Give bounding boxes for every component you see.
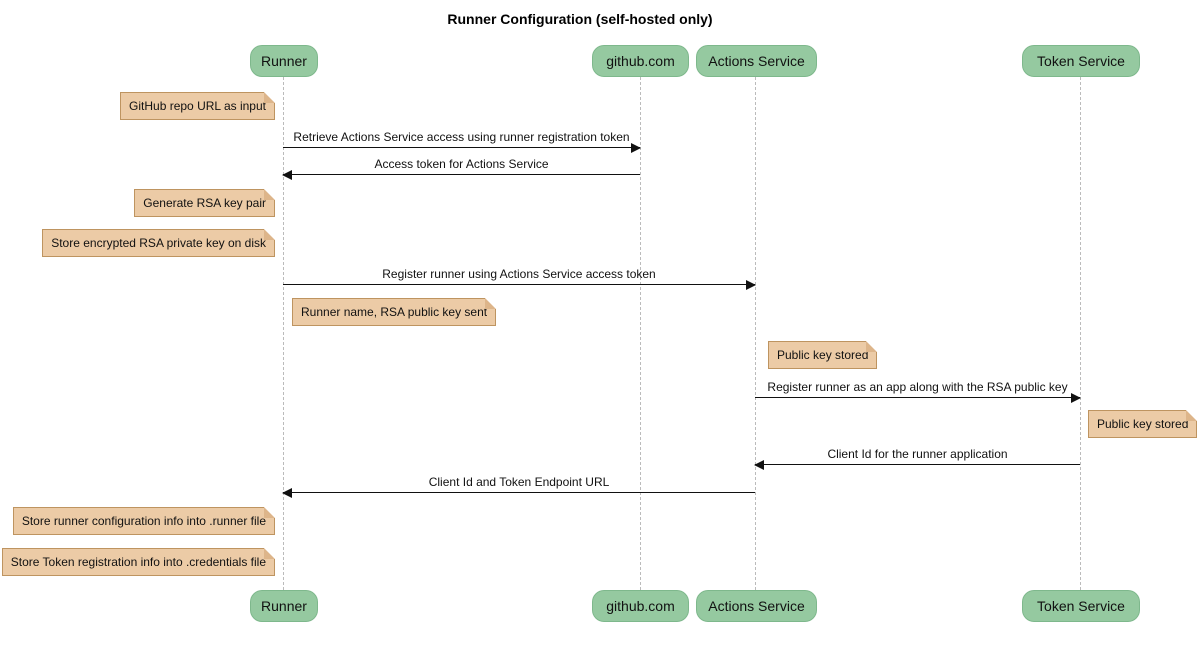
lifeline-github-com	[640, 77, 641, 590]
participant-top-github-com: github.com	[592, 45, 689, 77]
participant-top-token-service: Token Service	[1022, 45, 1140, 77]
message-label: Retrieve Actions Service access using ru…	[293, 130, 630, 144]
message-label: Register runner as an app along with the…	[767, 380, 1068, 394]
arrowhead-right-icon	[746, 279, 756, 290]
message-label: Client Id and Token Endpoint URL	[428, 475, 610, 489]
message-line	[755, 392, 1081, 403]
note-public-key-stored-actions: Public key stored	[768, 341, 878, 369]
note-store-encrypted-rsa-key: Store encrypted RSA private key on disk	[42, 229, 275, 257]
message-line	[282, 487, 755, 498]
message-client-id-runner-app: Client Id for the runner application	[754, 447, 1080, 470]
message-register-runner-app: Register runner as an app along with the…	[755, 380, 1081, 403]
note-github-repo-url-input: GitHub repo URL as input	[120, 92, 275, 120]
lifeline-runner	[283, 77, 284, 590]
message-line	[282, 169, 640, 180]
message-line	[754, 459, 1080, 470]
participant-top-actions-service: Actions Service	[696, 45, 817, 77]
message-register-runner: Register runner using Actions Service ac…	[283, 267, 756, 290]
message-label: Access token for Actions Service	[374, 157, 549, 171]
arrowhead-left-icon	[754, 459, 764, 470]
lifeline-token-service	[1080, 77, 1081, 590]
message-line	[283, 142, 641, 153]
message-retrieve-actions-access: Retrieve Actions Service access using ru…	[283, 130, 641, 153]
message-label: Register runner using Actions Service ac…	[382, 267, 656, 281]
participant-bottom-runner: Runner	[250, 590, 318, 622]
note-store-runner-config: Store runner configuration info into .ru…	[12, 507, 276, 535]
note-generate-rsa-key-pair: Generate RSA key pair	[134, 189, 275, 217]
arrowhead-right-icon	[631, 142, 641, 153]
message-client-id-token-endpoint: Client Id and Token Endpoint URL	[282, 475, 755, 498]
message-label: Client Id for the runner application	[827, 447, 1008, 461]
participant-bottom-github-com: github.com	[592, 590, 689, 622]
diagram-title: Runner Configuration (self-hosted only)	[447, 11, 713, 27]
participant-bottom-actions-service: Actions Service	[696, 590, 817, 622]
participant-top-runner: Runner	[250, 45, 318, 77]
note-runner-name-public-key: Runner name, RSA public key sent	[292, 298, 497, 326]
lifeline-actions-service	[755, 77, 756, 590]
participant-bottom-token-service: Token Service	[1022, 590, 1140, 622]
note-store-token-registration: Store Token registration info into .cred…	[1, 548, 276, 576]
arrowhead-left-icon	[282, 169, 292, 180]
arrowhead-left-icon	[282, 487, 292, 498]
message-access-token-returned: Access token for Actions Service	[282, 157, 640, 180]
note-public-key-stored-token: Public key stored	[1088, 410, 1198, 438]
message-line	[283, 279, 756, 290]
arrowhead-right-icon	[1071, 392, 1081, 403]
